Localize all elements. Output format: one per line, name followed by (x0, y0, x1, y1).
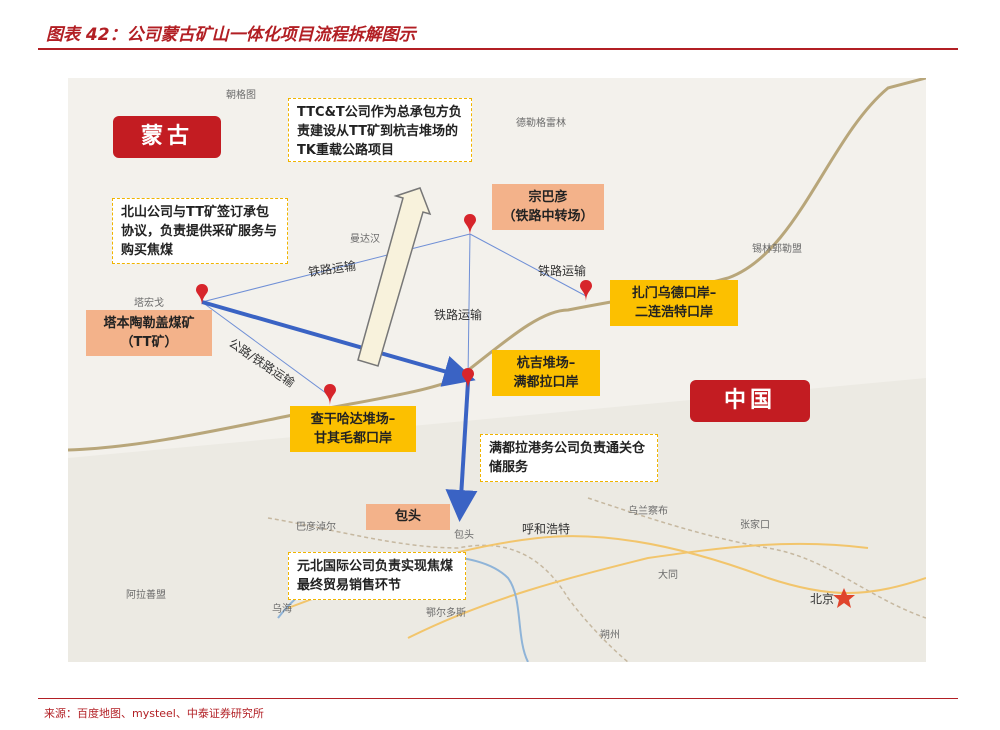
node-tt-mine: 塔本陶勒盖煤矿 （TT矿） (86, 310, 212, 356)
country-china: 中国 (690, 380, 810, 422)
china-region (68, 378, 926, 662)
place-label: 塔宏戈 (134, 298, 164, 309)
beijing-star-icon (833, 588, 855, 608)
rail-line-tt-zongbayan (201, 233, 471, 303)
pin-tt-mine-icon (196, 284, 208, 306)
node-zongbayan-line2: （铁路中转场） (502, 209, 594, 224)
pin-zongbayan-icon (464, 214, 476, 236)
node-tt-mine-line1: 塔本陶勒盖煤矿 (103, 316, 195, 331)
source-note: 来源：百度地图、mysteel、中泰证券研究所 (44, 707, 264, 720)
hangji-baotou-route (445, 381, 478, 522)
node-zamen: 扎门乌德口岸– 二连浩特口岸 (610, 280, 738, 326)
node-zongbayan-line1: 宗巴彦 (528, 190, 568, 205)
node-gashuun-line2: 甘其毛都口岸 (313, 431, 392, 446)
province-line (267, 517, 629, 662)
node-hangji-line1: 杭吉堆场– (516, 356, 576, 371)
place-label: 曼达汉 (350, 234, 380, 245)
node-gashuun-line1: 查干哈达堆场– (310, 412, 396, 427)
note-ttct: TTC&T公司作为总承包方负责建设从TT矿到杭吉堆场的TK重载公路项目 (288, 98, 472, 162)
note-yuanbei: 元北国际公司负责实现焦煤最终贸易销售环节 (288, 552, 466, 600)
route-label-rail2: 铁路运输 (538, 264, 587, 278)
rail-line-zongbayan-hangji (467, 233, 471, 379)
road-rail-line-tt-gashuun (201, 301, 331, 397)
place-label: 朔州 (600, 630, 620, 641)
node-tt-mine-line2: （TT矿） (120, 335, 178, 350)
place-label: 张家口 (740, 520, 770, 531)
note-beishan: 北山公司与TT矿签订承包协议，负责提供采矿服务与购买焦煤 (112, 198, 288, 264)
title-bar: 图表 42：公司蒙古矿山一体化项目流程拆解图示 (38, 18, 958, 50)
place-label: 大同 (658, 570, 678, 581)
province-line-2 (587, 497, 926, 619)
pin-zamen-icon (580, 280, 592, 302)
footer-divider (38, 698, 958, 699)
node-gashuun: 查干哈达堆场– 甘其毛都口岸 (290, 406, 416, 452)
place-label: 北京 (810, 592, 835, 606)
map-area: 朝格图 德勒格雷林 曼达汉 锡林郭勒盟 塔宏戈 巴彦淖尔 呼和浩特 乌兰察布 张… (68, 78, 926, 662)
pin-gashuun-icon (324, 384, 336, 406)
border-line (68, 78, 926, 452)
pin-hangji-icon (462, 368, 474, 390)
place-label: 阿拉善盟 (126, 590, 166, 601)
place-label: 乌兰察布 (628, 506, 668, 517)
node-zamen-line1: 扎门乌德口岸– (631, 286, 717, 301)
country-mongolia: 蒙古 (113, 116, 221, 158)
place-label: 包头 (454, 530, 474, 541)
route-label-rail3: 铁路运输 (434, 308, 483, 322)
place-label: 乌海 (272, 604, 292, 615)
figure-title: 图表 42：公司蒙古矿山一体化项目流程拆解图示 (46, 25, 416, 45)
road-line-2 (407, 542, 869, 639)
place-label: 德勒格雷林 (516, 118, 566, 129)
tk-highway-route (201, 300, 476, 387)
node-zamen-line2: 二连浩特口岸 (634, 305, 713, 320)
rail-line-zongbayan-zamen (469, 233, 587, 297)
place-label: 巴彦淖尔 (296, 522, 336, 533)
place-label: 锡林郭勒盟 (752, 244, 802, 255)
project-arrow (357, 187, 432, 367)
node-hangji-line2: 满都拉口岸 (513, 375, 579, 390)
node-baotou: 包头 (366, 504, 450, 530)
note-mandula: 满都拉港务公司负责通关仓储服务 (480, 434, 658, 482)
node-hangji: 杭吉堆场– 满都拉口岸 (492, 350, 600, 396)
node-zongbayan: 宗巴彦 （铁路中转场） (492, 184, 604, 230)
map-graphics (68, 78, 926, 662)
place-label: 呼和浩特 (522, 522, 571, 536)
place-label: 朝格图 (226, 90, 256, 101)
place-label: 鄂尔多斯 (426, 608, 466, 619)
